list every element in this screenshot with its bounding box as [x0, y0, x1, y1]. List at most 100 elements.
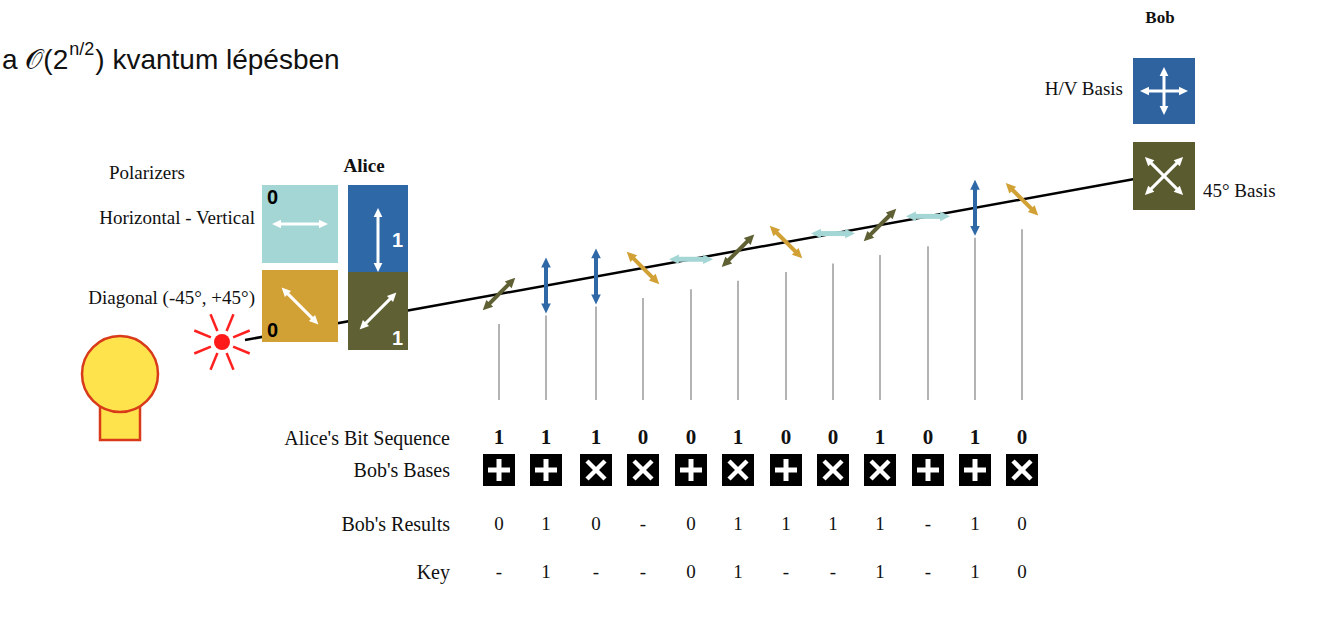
guide-line — [879, 255, 881, 400]
arrow-head — [1140, 87, 1149, 96]
alice-bit: 0 — [781, 426, 792, 449]
diagonal-basis-box: 45° Basis — [1133, 142, 1195, 210]
arrow-head — [591, 248, 601, 258]
arrow-shaft — [377, 214, 380, 266]
basis-symbol — [530, 454, 562, 486]
bob-result: 0 — [1017, 514, 1027, 535]
arrow-head — [627, 252, 637, 262]
arrow-shaft — [278, 223, 322, 226]
cross-stroke — [634, 461, 652, 479]
basis-box — [627, 454, 659, 486]
antidiagonal-polarizer: 1 — [348, 272, 408, 350]
basis-box — [770, 454, 802, 486]
arrow-head — [940, 212, 950, 222]
key-bit: 1 — [541, 562, 551, 583]
light-ray — [233, 347, 250, 354]
plus-stroke — [497, 459, 502, 481]
basis-symbol — [864, 454, 896, 486]
alice-bit: 0 — [1017, 426, 1028, 449]
arrow-head — [282, 288, 291, 297]
arrow-head — [272, 220, 281, 229]
key-bit: - — [830, 562, 836, 583]
arrow-shaft — [1010, 188, 1033, 211]
arrow-head — [1028, 205, 1038, 215]
bob-result: - — [925, 514, 931, 535]
cross-stroke — [1013, 461, 1031, 479]
basis-symbol — [580, 454, 612, 486]
basis-symbol — [722, 454, 754, 486]
bob-result: 1 — [781, 514, 791, 535]
double-arrow — [1160, 67, 1169, 115]
alice-bit: 0 — [686, 426, 697, 449]
bob-result: 0 — [494, 514, 504, 535]
alice-bit: 1 — [541, 426, 552, 449]
arrow-head — [811, 229, 821, 239]
bob-result: - — [640, 514, 646, 535]
lamp-bulb — [82, 336, 158, 412]
basis-symbol — [959, 454, 991, 486]
arrow-shaft — [487, 282, 510, 305]
arrow-shaft — [868, 213, 891, 236]
hv-basis-box: H/V Basis — [1133, 58, 1195, 124]
row-label: Alice's Bit Sequence — [284, 427, 450, 449]
key-bit: - — [640, 562, 646, 583]
polarizer-caption: Diagonal (-45°, +45°) — [88, 288, 255, 309]
light-ray — [227, 314, 234, 331]
cross-stroke — [824, 461, 842, 479]
polarizer-bit: 1 — [392, 230, 403, 250]
cross-stroke — [824, 461, 842, 479]
light-ray — [194, 347, 211, 354]
arrow-head — [722, 257, 732, 267]
plus-stroke — [689, 459, 694, 481]
arrow-shaft — [818, 231, 849, 236]
arrow-shaft — [676, 257, 707, 262]
arrow-head — [1179, 87, 1188, 96]
double-arrow — [970, 180, 980, 236]
polarizer-caption: Polarizers — [109, 163, 185, 184]
basis-box — [912, 454, 944, 486]
arrow-head — [744, 235, 754, 245]
plus-stroke — [544, 459, 549, 481]
arrow-head — [505, 278, 515, 288]
alice-bit: 1 — [494, 426, 505, 449]
arrow-head — [649, 274, 659, 284]
key-bit: - — [783, 562, 789, 583]
bob-result: 1 — [733, 514, 743, 535]
arrow-head — [770, 226, 780, 236]
alice-bit: 0 — [828, 426, 839, 449]
guide-line — [927, 246, 929, 400]
double-arrow — [1145, 157, 1183, 195]
bob-result: 1 — [875, 514, 885, 535]
arrow-head — [483, 300, 493, 310]
bob-result: 1 — [970, 514, 980, 535]
diagonal-polarizer: 0 — [262, 270, 338, 342]
basis-label: H/V Basis — [1045, 78, 1123, 100]
double-arrow — [811, 229, 855, 239]
basis-symbol — [817, 454, 849, 486]
bob-result: 1 — [541, 514, 551, 535]
arrow-head — [1160, 106, 1169, 115]
double-arrow — [1145, 157, 1183, 195]
alice-bit: 1 — [733, 426, 744, 449]
guide-line — [785, 272, 787, 400]
arrow-shaft — [544, 264, 548, 307]
key-bit: - — [925, 562, 931, 583]
basis-box — [530, 454, 562, 486]
arrow-shaft — [286, 292, 314, 320]
double-arrow — [1006, 183, 1039, 216]
double-arrow — [627, 252, 660, 285]
double-arrow — [722, 235, 755, 268]
arrow-head — [591, 295, 601, 305]
arrow-head — [970, 180, 980, 190]
heading-text: a 𝒪(2 — [2, 45, 68, 76]
arrow-head — [374, 263, 383, 272]
arrow-head — [387, 293, 396, 302]
basis-box — [959, 454, 991, 486]
arrow-shaft — [594, 255, 598, 298]
arrow-head — [1160, 67, 1169, 76]
arrow-shaft — [1163, 73, 1166, 109]
arrow-head — [374, 208, 383, 217]
arrow-head — [360, 320, 369, 329]
alice-bit: 0 — [923, 426, 934, 449]
